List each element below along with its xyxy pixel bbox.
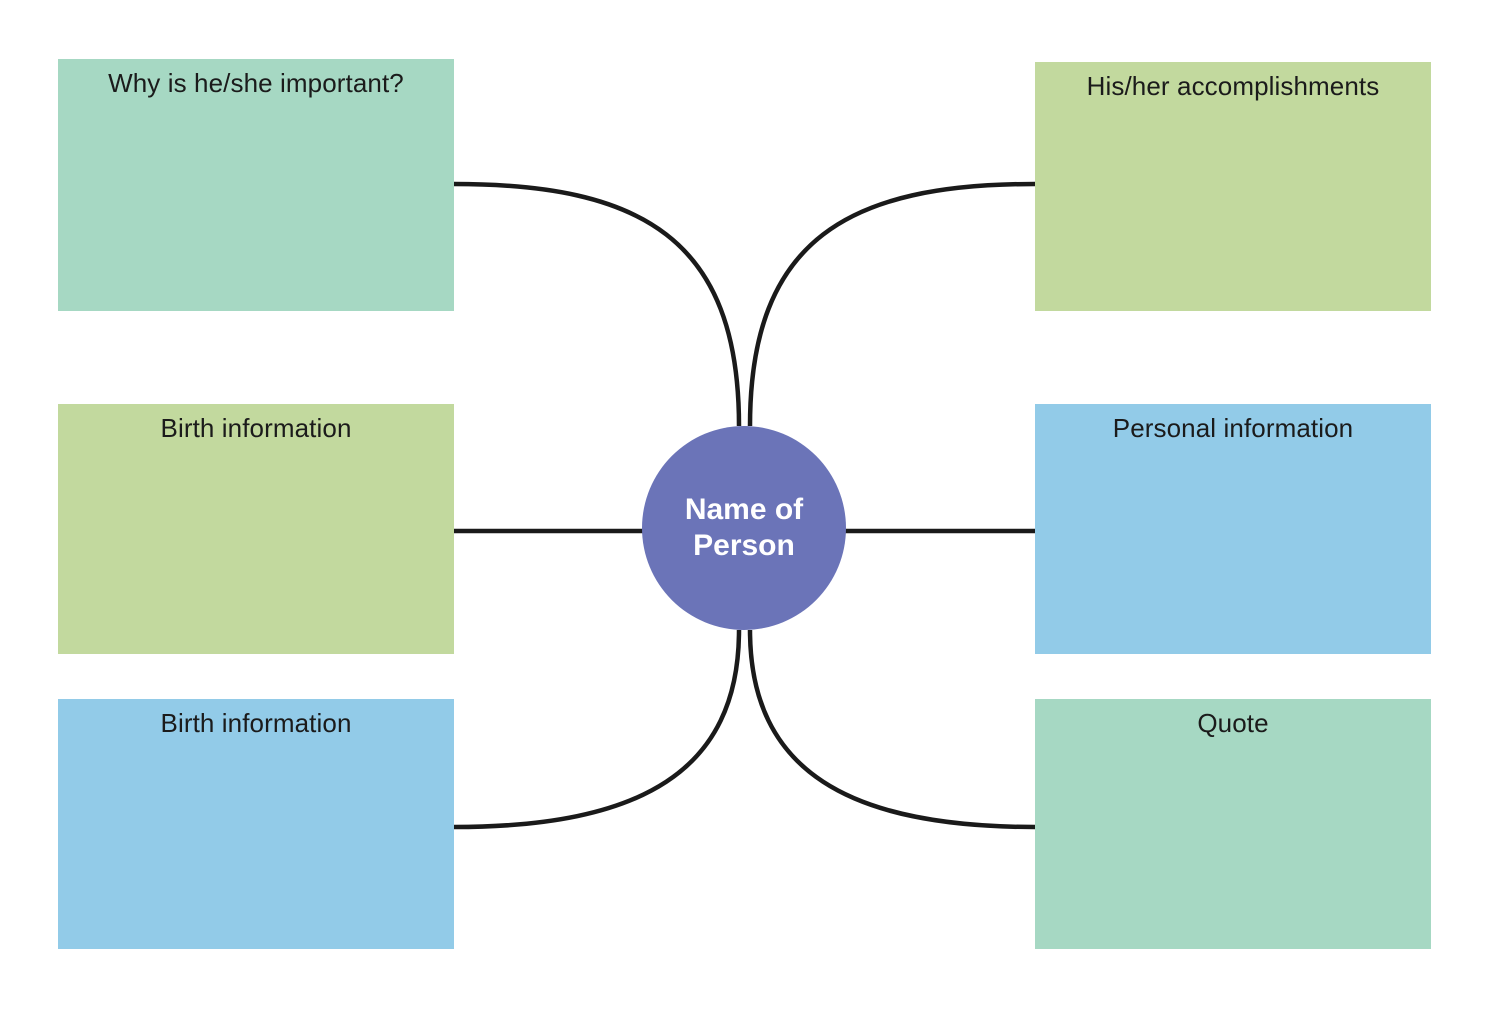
node-label-quote: Quote	[1197, 708, 1269, 738]
center-node-label: Name of Person	[684, 493, 804, 562]
connector-accomplishments-to-center	[747, 181, 1036, 427]
node-label-birth-information-left: Birth information	[160, 413, 352, 443]
node-label-birth-information-bottom: Birth information	[160, 708, 352, 738]
connector-quote-to-center	[747, 629, 1036, 830]
node-why-important[interactable]: Why is he/she important?	[58, 59, 454, 311]
node-birth-information-left[interactable]: Birth information	[58, 404, 454, 654]
node-quote[interactable]: Quote	[1035, 699, 1431, 949]
node-label-why-important: Why is he/she important?	[108, 68, 404, 98]
node-accomplishments[interactable]: His/her accomplishments	[1035, 62, 1431, 311]
center-node-name-of-person[interactable]: Name of Person	[642, 426, 846, 630]
node-personal-information[interactable]: Personal information	[1035, 404, 1431, 654]
connector-why-important-to-center	[453, 181, 742, 427]
node-label-accomplishments: His/her accomplishments	[1086, 71, 1380, 101]
node-label-personal-information: Personal information	[1112, 413, 1354, 443]
connector-birth-bottom-to-center	[453, 629, 742, 830]
node-birth-information-bottom[interactable]: Birth information	[58, 699, 454, 949]
